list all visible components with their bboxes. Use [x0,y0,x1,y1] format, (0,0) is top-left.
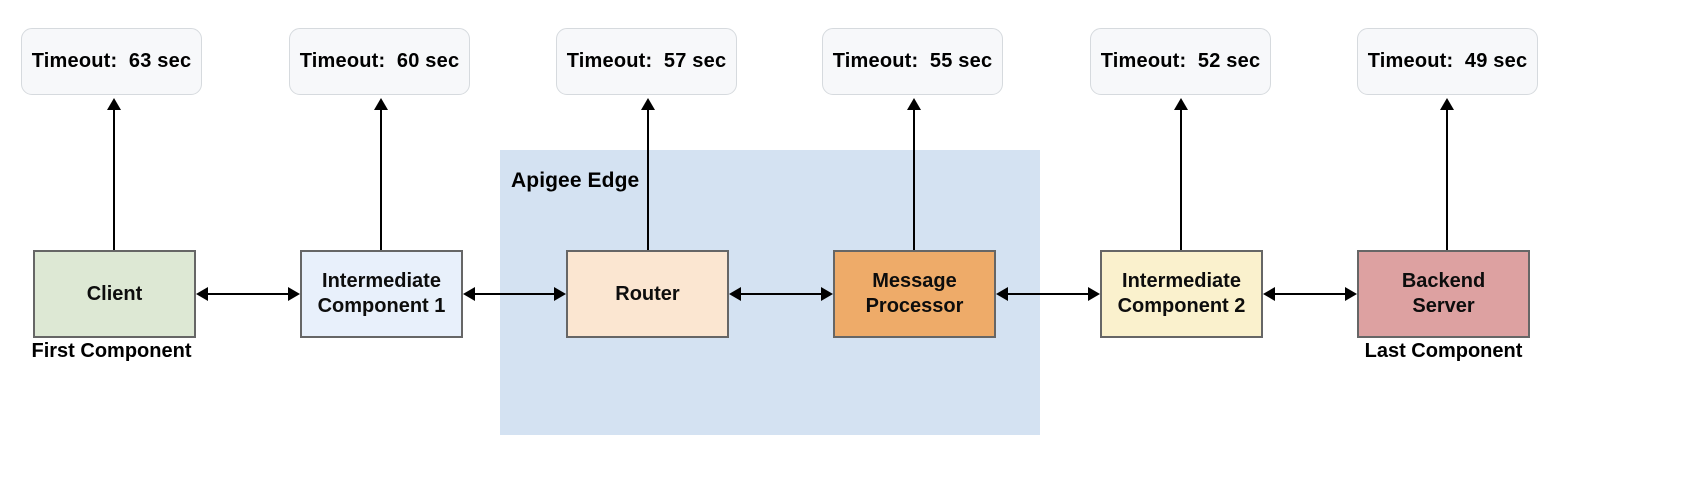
node-label: Router [615,282,680,305]
arrowhead-client-to-timeout [107,98,121,110]
node-backend-server: Backend Server [1357,250,1530,338]
node-label: Backend Server [1401,270,1486,317]
arrowhead-int2-backend-right [1345,287,1357,301]
node-label: Client [86,282,143,305]
arrowhead-client-int1-left [196,287,208,301]
node-intermediate-1: Intermediate Component 1 [300,250,463,338]
timeout-value-label: Timeout: 52 sec [1100,50,1261,72]
timeout-box-backend: Timeout: 49 sec [1357,28,1538,95]
node-intermediate-2: Intermediate Component 2 [1100,250,1263,338]
arrowhead-int1-router-left [463,287,475,301]
arrowhead-int1-to-timeout [374,98,388,110]
arrowhead-router-to-timeout [641,98,655,110]
arrowhead-mp-int2-right [1088,287,1100,301]
timeout-value-label: Timeout: 55 sec [832,50,993,72]
arrowhead-int2-to-timeout [1174,98,1188,110]
timeout-box-client: Timeout: 63 sec [21,28,202,95]
arrowhead-mp-to-timeout [907,98,921,110]
timeout-box-router: Timeout: 57 sec [556,28,737,95]
caption-first-component: First Component [31,340,192,362]
node-router: Router [566,250,729,338]
timeout-box-int2: Timeout: 52 sec [1090,28,1271,95]
node-client: Client [33,250,196,338]
timeout-value-label: Timeout: 49 sec [1367,50,1528,72]
node-label: Intermediate Component 2 [1117,270,1246,317]
arrowhead-backend-to-timeout [1440,98,1454,110]
caption-last-component: Last Component [1364,340,1523,362]
arrowhead-int2-backend-left [1263,287,1275,301]
node-message-processor: Message Processor [833,250,996,338]
timeout-box-mp: Timeout: 55 sec [822,28,1003,95]
timeout-value-label: Timeout: 57 sec [566,50,727,72]
timeout-value-label: Timeout: 60 sec [299,50,460,72]
arrowhead-client-int1-right [288,287,300,301]
timeout-box-int1: Timeout: 60 sec [289,28,470,95]
apigee-edge-label: Apigee Edge [511,169,640,192]
node-label: Intermediate Component 1 [317,270,446,317]
node-label: Message Processor [865,270,964,317]
timeout-value-label: Timeout: 63 sec [31,50,192,72]
